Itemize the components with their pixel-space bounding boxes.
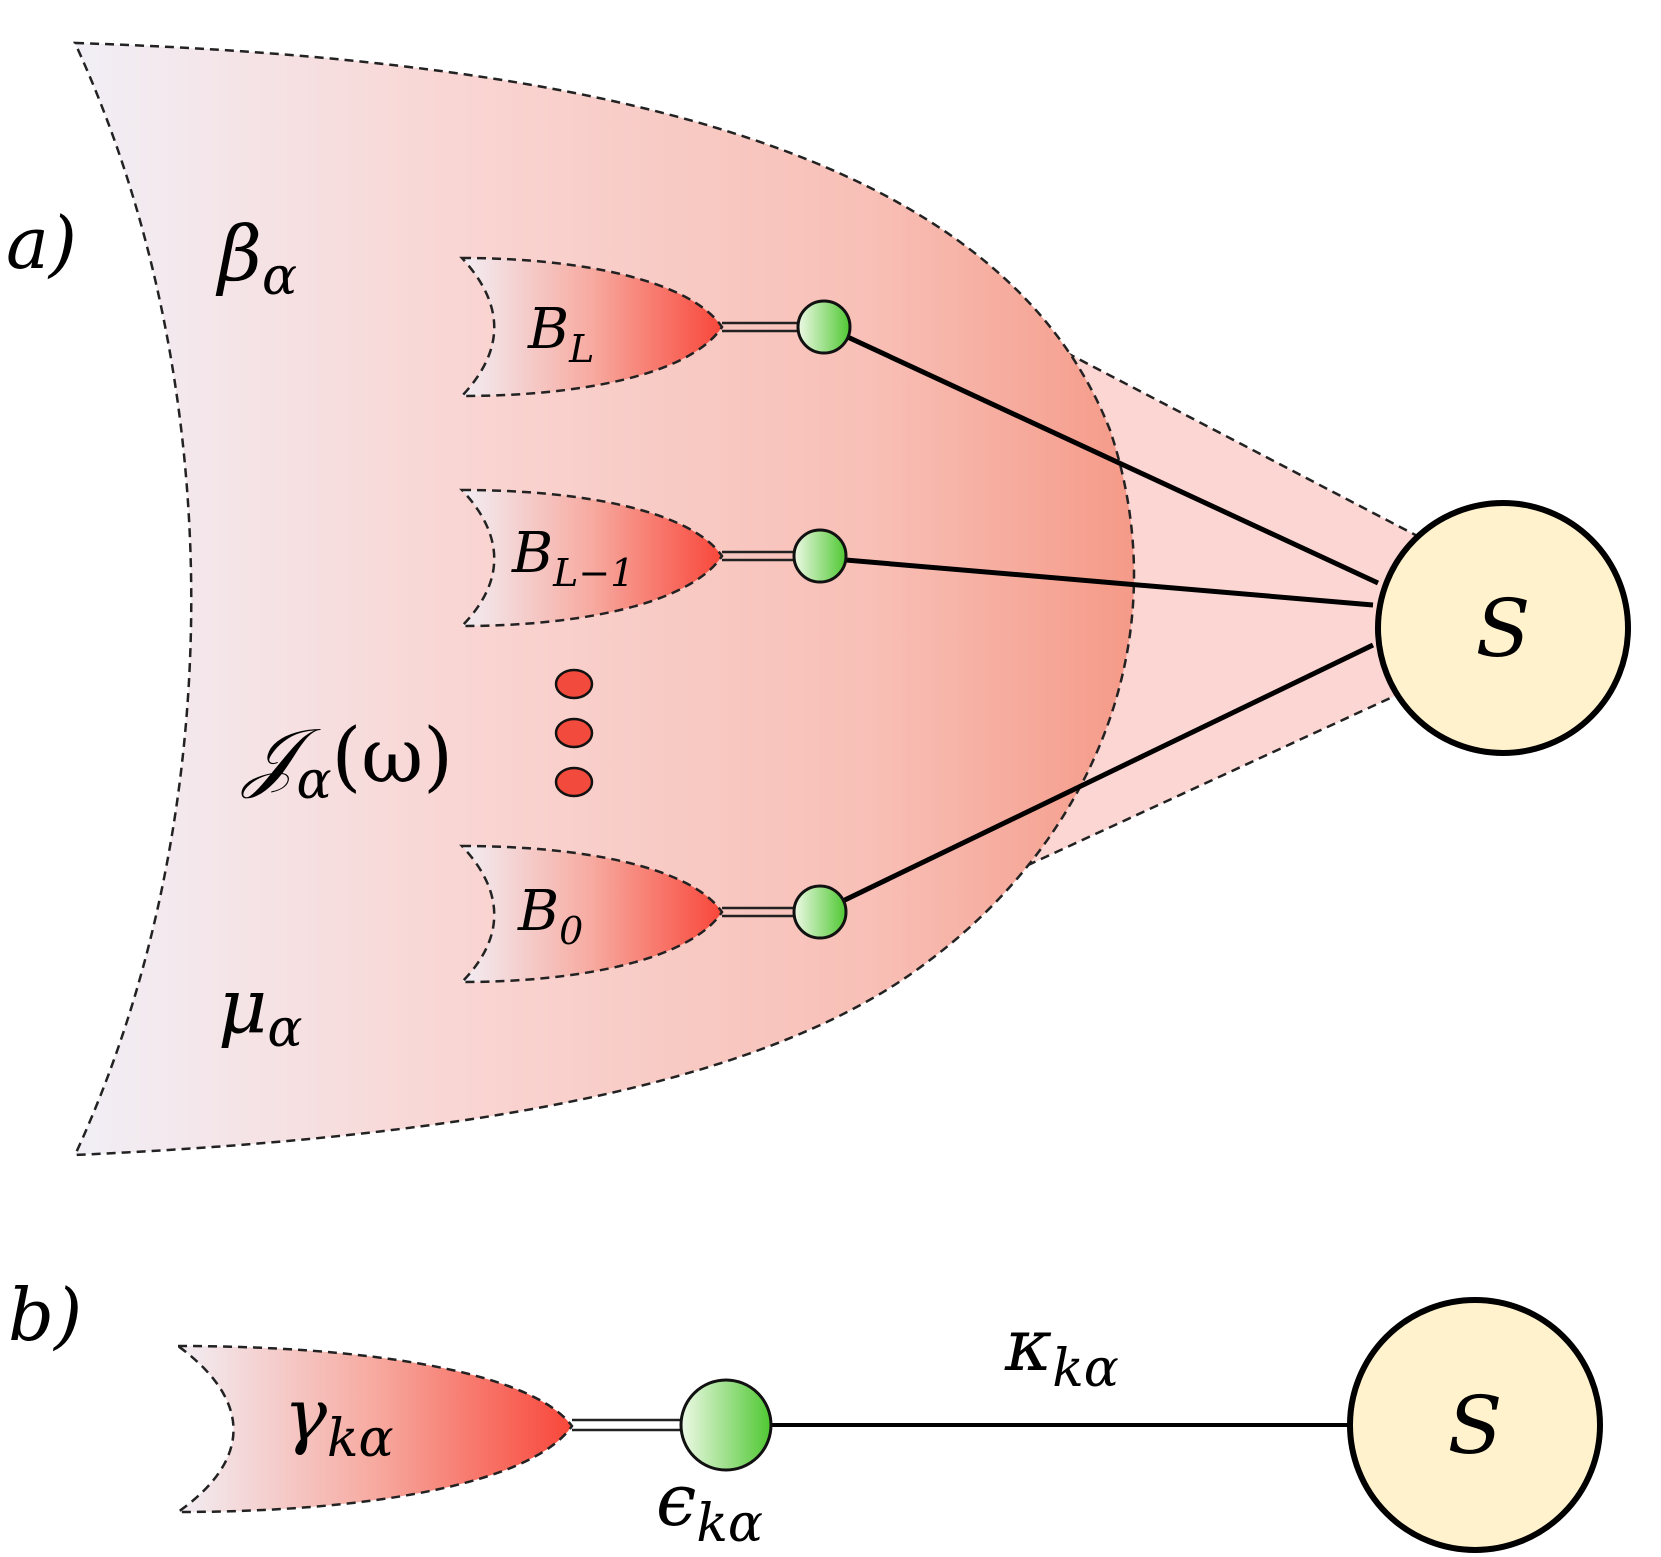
svg-text:κkα: κkα (1004, 1303, 1119, 1399)
ellipsis-dot (554, 717, 594, 749)
panel-a: a) βα μα 𝒥α(ω) BL (6, 41, 1631, 1157)
gamma-bath-shape (174, 1344, 574, 1514)
svg-text:BL−1: BL−1 (511, 521, 634, 595)
svg-text:B0: B0 (517, 879, 583, 953)
bath-b-0: B0 (459, 844, 848, 984)
mu-label: μα (218, 961, 303, 1059)
svg-text:βα: βα (215, 209, 297, 307)
epsilon-label: ϵkα (656, 1458, 763, 1554)
ellipsis-dots (554, 668, 594, 798)
cone-edge-top (999, 316, 1426, 542)
cone-edge-bottom (999, 680, 1426, 880)
coupling-line-middle (821, 555, 1374, 608)
system-node-b: S (1347, 1297, 1603, 1553)
spectral-density-label: 𝒥α(ω) (240, 711, 453, 811)
svg-text:BL: BL (527, 297, 594, 371)
coupling-line-top (824, 324, 1380, 586)
mode-b-0 (792, 884, 848, 940)
svg-text:μα: μα (218, 961, 303, 1059)
kappa-label: κkα (1004, 1303, 1119, 1399)
panel-b: b) γkα ϵkα κkα S (8, 1273, 1603, 1554)
panel-a-label: a) (6, 201, 77, 285)
gamma-label: γkα (284, 1373, 394, 1469)
bath-b-l-minus-1: BL−1 (459, 488, 848, 628)
ellipsis-dot (554, 766, 594, 798)
beta-label: βα (215, 209, 297, 307)
ellipsis-dot (554, 668, 594, 700)
bath-b-0-shape (459, 844, 724, 984)
mode-epsilon (679, 1378, 773, 1472)
bath-b-l-shape (459, 256, 724, 398)
svg-text:γkα: γkα (284, 1373, 394, 1469)
bath-b-l-minus-1-shape (459, 488, 724, 628)
system-node-a: S (1375, 500, 1631, 756)
mode-b-l-minus-1 (792, 528, 848, 584)
coupling-line-bottom (820, 642, 1375, 914)
svg-text:𝒥α(ω): 𝒥α(ω) (240, 711, 453, 811)
svg-text:ϵkα: ϵkα (656, 1458, 763, 1554)
system-label-a: S (1476, 582, 1531, 675)
mode-b-l (796, 299, 852, 355)
panel-b-label: b) (8, 1273, 82, 1357)
system-label-b: S (1448, 1379, 1503, 1472)
bath-b-l: BL (459, 256, 852, 398)
